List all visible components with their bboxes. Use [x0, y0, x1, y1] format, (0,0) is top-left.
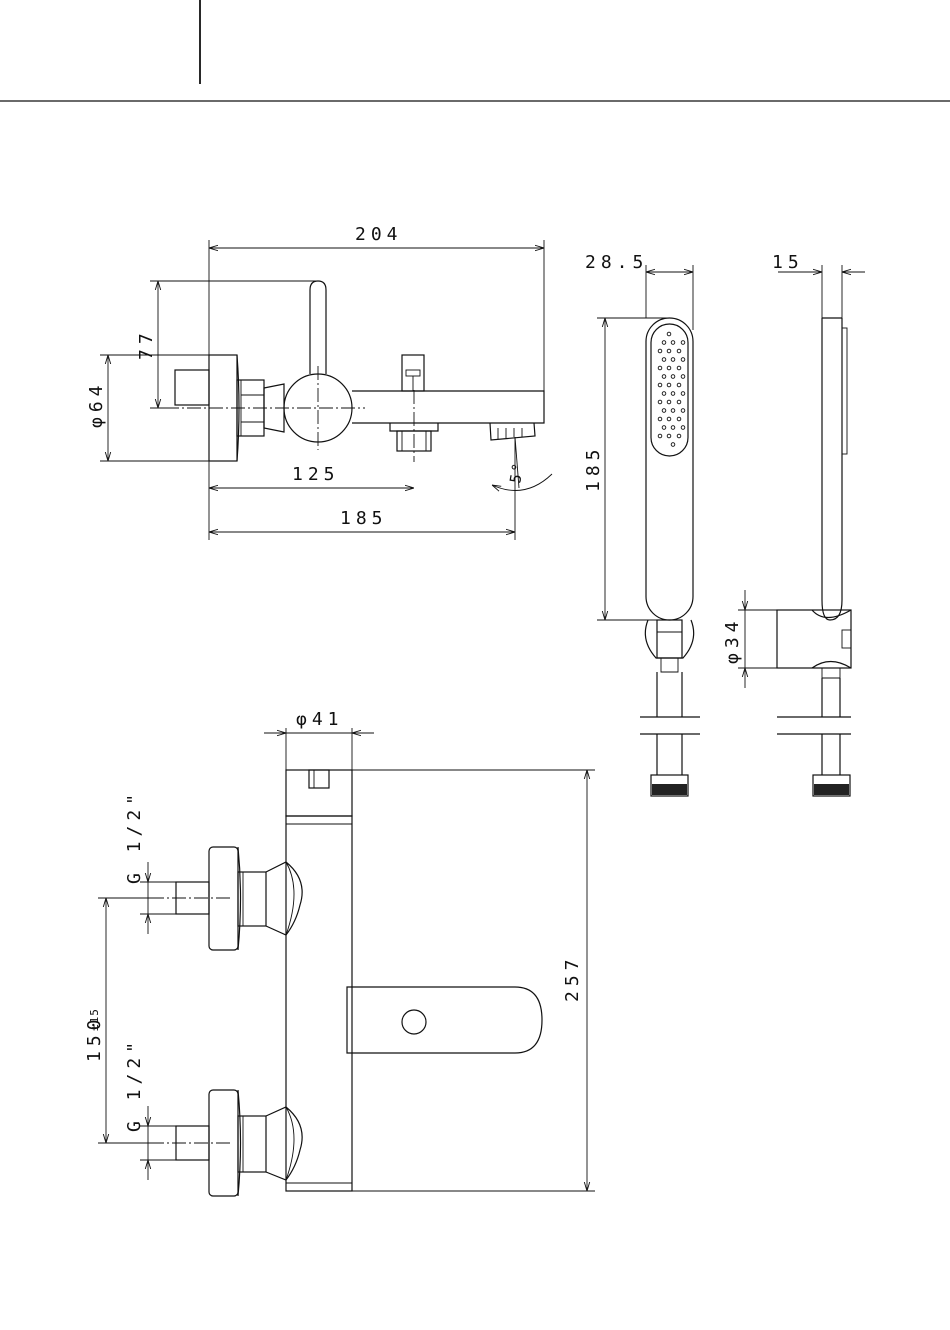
dim-lever-height: 77 — [136, 328, 157, 360]
dim-body-height: 257 — [562, 954, 583, 1002]
handshower-profile — [822, 318, 842, 620]
spray-hole — [658, 417, 662, 421]
dim-handshower-length: 185 — [583, 444, 604, 492]
dim-diverter-offset: 125 — [292, 464, 340, 485]
dim-spout-angle: 5° — [506, 460, 528, 485]
handshower-front-labels: 28.5 185 — [583, 252, 648, 492]
dim-spout-offset: 185 — [340, 508, 388, 529]
lever-top-view — [347, 987, 542, 1053]
spout — [352, 391, 544, 423]
spray-hole — [662, 341, 666, 345]
spray-hole — [681, 392, 685, 396]
mixer-front-view — [98, 728, 595, 1196]
dim-body-diameter: φ41 — [296, 709, 344, 730]
inlet-stub — [175, 370, 209, 405]
spray-hole — [677, 383, 681, 387]
spray-hole — [677, 434, 681, 438]
spray-hole — [677, 417, 681, 421]
dim-centers-tolerance: ±15 — [88, 1008, 101, 1031]
spray-hole — [677, 366, 681, 370]
spray-hole — [662, 392, 666, 396]
spray-hole — [667, 332, 671, 336]
spray-hole — [681, 358, 685, 362]
spray-hole — [681, 341, 685, 345]
spray-hole — [671, 426, 675, 430]
spray-hole — [662, 409, 666, 413]
spray-hole — [658, 349, 662, 353]
dim-holder-diameter: φ34 — [722, 616, 743, 664]
handshower-front-view — [597, 265, 700, 796]
spray-hole — [658, 366, 662, 370]
spray-hole — [671, 409, 675, 413]
spray-hole — [671, 375, 675, 379]
lever-handle — [310, 281, 326, 374]
spray-hole — [671, 358, 675, 362]
spray-hole — [671, 341, 675, 345]
spray-holes — [658, 332, 685, 446]
spray-hole — [662, 375, 666, 379]
dim-rosette-diameter: φ64 — [86, 380, 107, 428]
spray-hole — [671, 443, 675, 447]
dim-thread-bottom: G 1/2" — [124, 1037, 145, 1132]
dim-thread-top: G 1/2" — [124, 789, 145, 884]
handshower-side-labels: 15 φ34 — [722, 252, 804, 664]
spray-hole — [681, 375, 685, 379]
spray-hole — [671, 392, 675, 396]
spray-hole — [667, 417, 671, 421]
spray-hole — [658, 434, 662, 438]
spray-hole — [677, 349, 681, 353]
dim-handshower-thickness: 15 — [772, 252, 804, 273]
dim-handshower-width: 28.5 — [585, 252, 648, 273]
spray-hole — [667, 434, 671, 438]
title-block-frame — [0, 0, 950, 101]
spray-hole — [667, 349, 671, 353]
spray-hole — [658, 383, 662, 387]
spray-hole — [662, 426, 666, 430]
spray-hole — [658, 400, 662, 404]
diverter-top — [286, 770, 352, 816]
spray-hole — [677, 400, 681, 404]
spray-hole — [681, 409, 685, 413]
dim-overall-length: 204 — [355, 224, 403, 245]
mixer-side-view — [100, 240, 552, 540]
spray-hole — [667, 383, 671, 387]
spray-hole — [662, 358, 666, 362]
spray-hole — [667, 366, 671, 370]
spray-hole — [667, 400, 671, 404]
spray-hole — [681, 426, 685, 430]
mixer-front-labels: φ41 257 150 ±15 G 1/2" G 1/2" — [84, 709, 583, 1132]
upper-rosette — [209, 847, 238, 950]
handshower-body — [646, 318, 693, 620]
handshower-side-view — [738, 265, 865, 796]
